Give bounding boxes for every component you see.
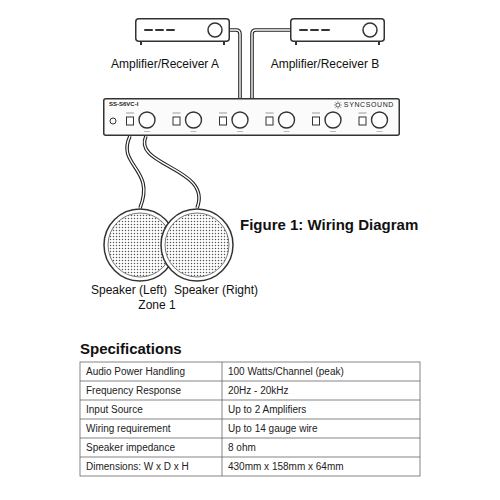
amplifier-unit: Amplifier/Receiver B: [290, 18, 385, 42]
cable-outline: [230, 30, 240, 98]
node-outline: [135, 18, 230, 42]
cable-core: [127, 136, 144, 208]
node-outline: [160, 208, 234, 282]
brand-logo: [339, 102, 341, 104]
volume-knob: [186, 112, 202, 128]
cable-core: [230, 30, 240, 98]
zone-marking: [126, 113, 134, 114]
amplifier-button: [311, 29, 318, 31]
zone-marking: [191, 131, 197, 132]
model-number: SS-S6VC-I: [109, 101, 138, 108]
speaker-cable: [144, 136, 199, 208]
ceiling-speaker: Speaker (Right): [160, 208, 234, 282]
zone-button: [359, 117, 366, 125]
volume-knob: [139, 112, 155, 128]
cable-outline: [127, 136, 144, 208]
table-cell: 20Hz - 20kHz: [228, 385, 289, 397]
zone-marking: [144, 131, 150, 132]
zone-button: [127, 117, 134, 125]
brand-name: SYNCSOUND: [344, 101, 394, 109]
zone-marking: [219, 113, 227, 114]
zone-marking: [330, 131, 336, 132]
volume-knob: [279, 112, 295, 128]
speaker-selector: SS-S6VC-I SYNCSOUND: [103, 98, 400, 136]
device-label: Speaker (Left): [91, 284, 167, 298]
speaker-rim: [161, 209, 233, 281]
amplifier-knob: [363, 23, 377, 37]
brand-logo: [336, 103, 340, 107]
speaker-cable: [127, 136, 144, 208]
amplifier-button: [145, 29, 152, 31]
cable-core: [144, 136, 199, 208]
zone-button: [266, 117, 273, 125]
table-cell: Up to 2 Amplifiers: [228, 404, 306, 416]
table-cell: 430mm x 158mm x 64mm: [228, 461, 344, 473]
table-cell: 8 ohm: [228, 442, 256, 454]
speaker-cable: [230, 30, 240, 98]
cable-outline: [144, 136, 199, 208]
amplifier-button: [167, 29, 174, 31]
zone-button: [173, 117, 180, 125]
zone-marking: [266, 113, 274, 114]
spec-table-grid: [80, 362, 420, 476]
zone-marking: [312, 113, 320, 114]
zone-marking: [377, 131, 383, 132]
device-label: Amplifier/Receiver A: [111, 58, 219, 72]
table-cell: Frequency Response: [86, 385, 181, 397]
brand-logo: [335, 102, 337, 104]
section-heading: Specifications: [80, 340, 182, 357]
amplifier-foot: [295, 42, 297, 45]
amplifier-body: [291, 19, 385, 42]
selector-body: [104, 99, 400, 136]
volume-knob: [372, 112, 388, 128]
amplifier-button: [156, 29, 163, 31]
table-cell: 100 Watts/Channel (peak): [228, 366, 344, 378]
amplifier-foot: [223, 42, 225, 45]
table-cell: Input Source: [86, 404, 143, 416]
volume-knob: [232, 112, 248, 128]
brand-logo: [337, 108, 338, 109]
table-cell: Wiring requirement: [86, 423, 170, 435]
zone-marking: [359, 113, 367, 114]
table-cell: Dimensions: W x D x H: [86, 461, 189, 473]
zone-label: Zone 1: [138, 299, 175, 313]
amplifier-foot: [140, 42, 142, 45]
zone-button: [313, 117, 320, 125]
brand-logo: [339, 107, 341, 109]
amplifier-unit: Amplifier/Receiver A: [135, 18, 230, 42]
zone-marking: [173, 113, 181, 114]
amplifier-foot: [378, 42, 380, 45]
node-outline: [290, 18, 385, 42]
zone-button: [220, 117, 227, 125]
brand-logo: [335, 107, 337, 109]
zone-marking: [284, 131, 290, 132]
zone-marking: [237, 131, 243, 132]
table-cell: Audio Power Handling: [86, 366, 185, 378]
amplifier-button: [322, 29, 329, 31]
table-cell: Speaker impedance: [86, 442, 175, 454]
volume-knob: [325, 112, 341, 128]
table-cell: Up to 14 gauge wire: [228, 423, 318, 435]
speaker-grille: [165, 213, 229, 277]
device-label: Speaker (Right): [174, 284, 258, 298]
figure-caption: Figure 1: Wiring Diagram: [240, 216, 418, 233]
brand-logo: [337, 101, 338, 102]
amplifier-button: [300, 29, 307, 31]
brand-logo: [341, 105, 342, 106]
brand-logo: [334, 105, 335, 106]
amplifier-body: [136, 19, 230, 42]
device-label: Amplifier/Receiver B: [271, 58, 380, 72]
amplifier-knob: [208, 23, 222, 37]
power-button: [110, 118, 116, 124]
